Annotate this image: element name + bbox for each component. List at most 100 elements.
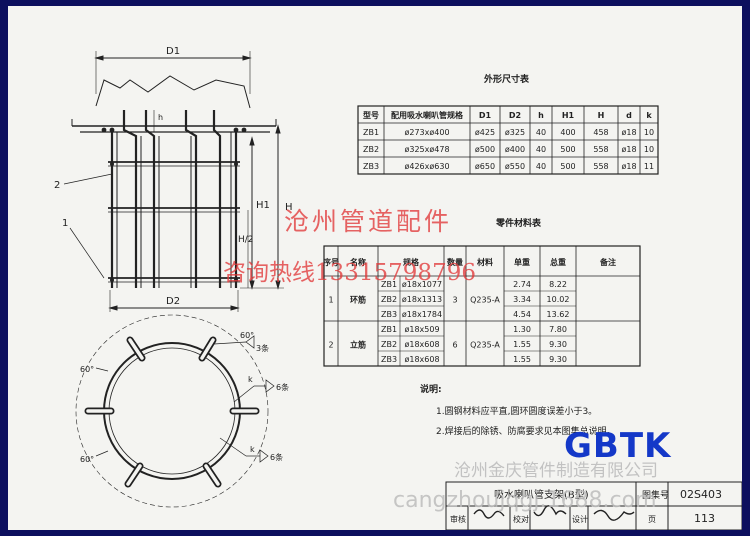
- parts-table-unit-weight: 2.74: [513, 280, 531, 289]
- dimension-table-cell: ZB3: [363, 162, 379, 171]
- parts-table-model: ZB1: [381, 280, 397, 289]
- page-label: 页: [648, 515, 656, 524]
- dimension-table-title: 外形尺寸表: [483, 73, 530, 85]
- dimension-table-header: 配用吸水喇叭管规格: [391, 110, 464, 120]
- notes-title: 说明:: [420, 383, 442, 395]
- dimension-table-cell: ø325xø478: [404, 145, 449, 154]
- parts-table-model: ZB3: [381, 310, 397, 319]
- parts-table-no: 2: [328, 341, 333, 350]
- plan-bar-fill: [200, 338, 215, 360]
- bell-pipe-outline: [95, 75, 251, 109]
- dimension-table-cell: ø500: [475, 145, 495, 154]
- h-small-label: h: [158, 113, 163, 122]
- weld-k-2: k: [250, 445, 255, 454]
- plan-inner-ring: [108, 347, 236, 475]
- weld-point: [110, 162, 114, 166]
- title-block-text: 吸水喇叭管支架(B型) 图集号 02S403 审核 校对 设计 页 113: [450, 488, 722, 525]
- weld-k-1: k: [248, 375, 253, 384]
- reviewer-signature: [473, 509, 505, 519]
- plan-view: [75, 314, 275, 508]
- parts-table-header: 规格: [403, 257, 420, 267]
- dimension-table-header: k: [646, 111, 652, 120]
- parts-table-unit-weight: 1.30: [513, 325, 531, 334]
- parts-table-unit-weight: 4.54: [513, 310, 531, 319]
- note-1: 1.圆钢材料应平直,圆环圆度误差小于3。: [436, 405, 597, 417]
- atlas-label: 图集号: [642, 489, 669, 501]
- callout-2-label: 2: [54, 180, 60, 191]
- callout-1-leader: [69, 227, 105, 279]
- parts-table-spec: ø18x1784: [402, 310, 442, 319]
- dimension-table-cell: 558: [593, 145, 608, 154]
- vertical-bar: [212, 110, 222, 288]
- parts-table-qty: 3: [452, 296, 457, 305]
- weld-point: [101, 127, 107, 133]
- gbtk-logo: GBTK: [564, 426, 672, 466]
- review-label: 审核: [450, 514, 466, 524]
- weld-leader-top: [213, 341, 247, 345]
- plan-bar-stub-fills: [86, 338, 258, 486]
- parts-table-model: ZB3: [381, 355, 397, 364]
- dimension-table-cell: ø400: [505, 145, 525, 154]
- dimension-table-header: H: [598, 111, 605, 120]
- parts-table-name: 环筋: [350, 295, 366, 305]
- plan-bar-stubs: [84, 336, 260, 488]
- check-label: 校对: [513, 514, 529, 524]
- technical-drawing: D1 D2 H H1 H/2 h 2 1: [54, 46, 742, 530]
- plan-labels: 60° 3条 k 6条 k 6条 60° 60°: [80, 331, 289, 464]
- parts-table-spec: ø18x608: [404, 340, 439, 349]
- checker-signature: [533, 505, 567, 517]
- plan-bar-fill: [204, 464, 220, 486]
- dimension-table-cell: 10: [644, 128, 654, 137]
- weld-point: [234, 162, 238, 166]
- dimension-table-cell: ø18: [621, 162, 636, 171]
- h-arrow-bottom: [275, 280, 281, 290]
- watermark-hotline: 咨询热线13315798796: [223, 260, 476, 286]
- parts-table-header: 序号: [323, 257, 339, 267]
- weld-point: [109, 127, 115, 133]
- dimension-table-header: h: [538, 111, 544, 120]
- parts-table-model: ZB2: [381, 340, 397, 349]
- weld-note-6a: 6条: [276, 382, 289, 392]
- h1-arrow-bottom: [249, 280, 255, 290]
- watermark-site: cangzhoujqgj.1688.com: [393, 488, 657, 513]
- dimension-table-cell: ZB2: [363, 145, 379, 154]
- parts-table-no: 1: [328, 296, 333, 305]
- d2-label: D2: [166, 296, 180, 307]
- dimension-table-cell: ZB1: [363, 128, 379, 137]
- d2-arrow-right: [230, 305, 240, 311]
- vertical-bar: [144, 110, 156, 288]
- vertical-bars: [110, 110, 238, 288]
- dimension-table-cell: 40: [536, 128, 546, 137]
- angle-leader-lower: [95, 450, 109, 457]
- watermark-company-full: 沧州金庆管件制造有限公司: [454, 461, 658, 481]
- parts-table-model: ZB1: [381, 325, 397, 334]
- dimension-table-cell: 558: [593, 162, 608, 171]
- dimension-table-cell: 40: [536, 162, 546, 171]
- h-arrow-top: [275, 124, 281, 134]
- h1-label: H1: [256, 200, 270, 211]
- parts-table-header: 总重: [550, 257, 566, 267]
- weld-symbol-mid: [265, 379, 275, 393]
- parts-table-header: 备注: [599, 257, 616, 267]
- parts-table-spec: ø18x1077: [402, 280, 442, 289]
- drawing-sheet: D1 D2 H H1 H/2 h 2 1: [8, 6, 742, 530]
- dimension-table-header: H1: [562, 111, 575, 120]
- parts-table-name: 立筋: [350, 340, 366, 350]
- elevation-view: [63, 51, 284, 312]
- angle-left-lower: 60°: [80, 455, 94, 464]
- watermark-company: 沧州管道配件: [284, 207, 453, 236]
- parts-table-model: ZB2: [381, 295, 397, 304]
- dimension-table-header: d: [626, 111, 632, 120]
- plan-center-circle: [75, 314, 269, 508]
- parts-table-material: Q235-A: [470, 296, 500, 305]
- plan-bar-fill: [126, 464, 142, 486]
- dimension-table-cell: 458: [593, 128, 608, 137]
- parts-table-unit-weight: 3.34: [513, 295, 531, 304]
- dimension-table-cell: ø550: [505, 162, 525, 171]
- parts-table-total-weight: 7.80: [549, 325, 567, 334]
- parts-table-title: 零件材料表: [495, 217, 542, 229]
- d2-arrow-left: [108, 305, 118, 311]
- dimension-table-cell: 10: [644, 145, 654, 154]
- plan-outer-ring: [103, 342, 241, 480]
